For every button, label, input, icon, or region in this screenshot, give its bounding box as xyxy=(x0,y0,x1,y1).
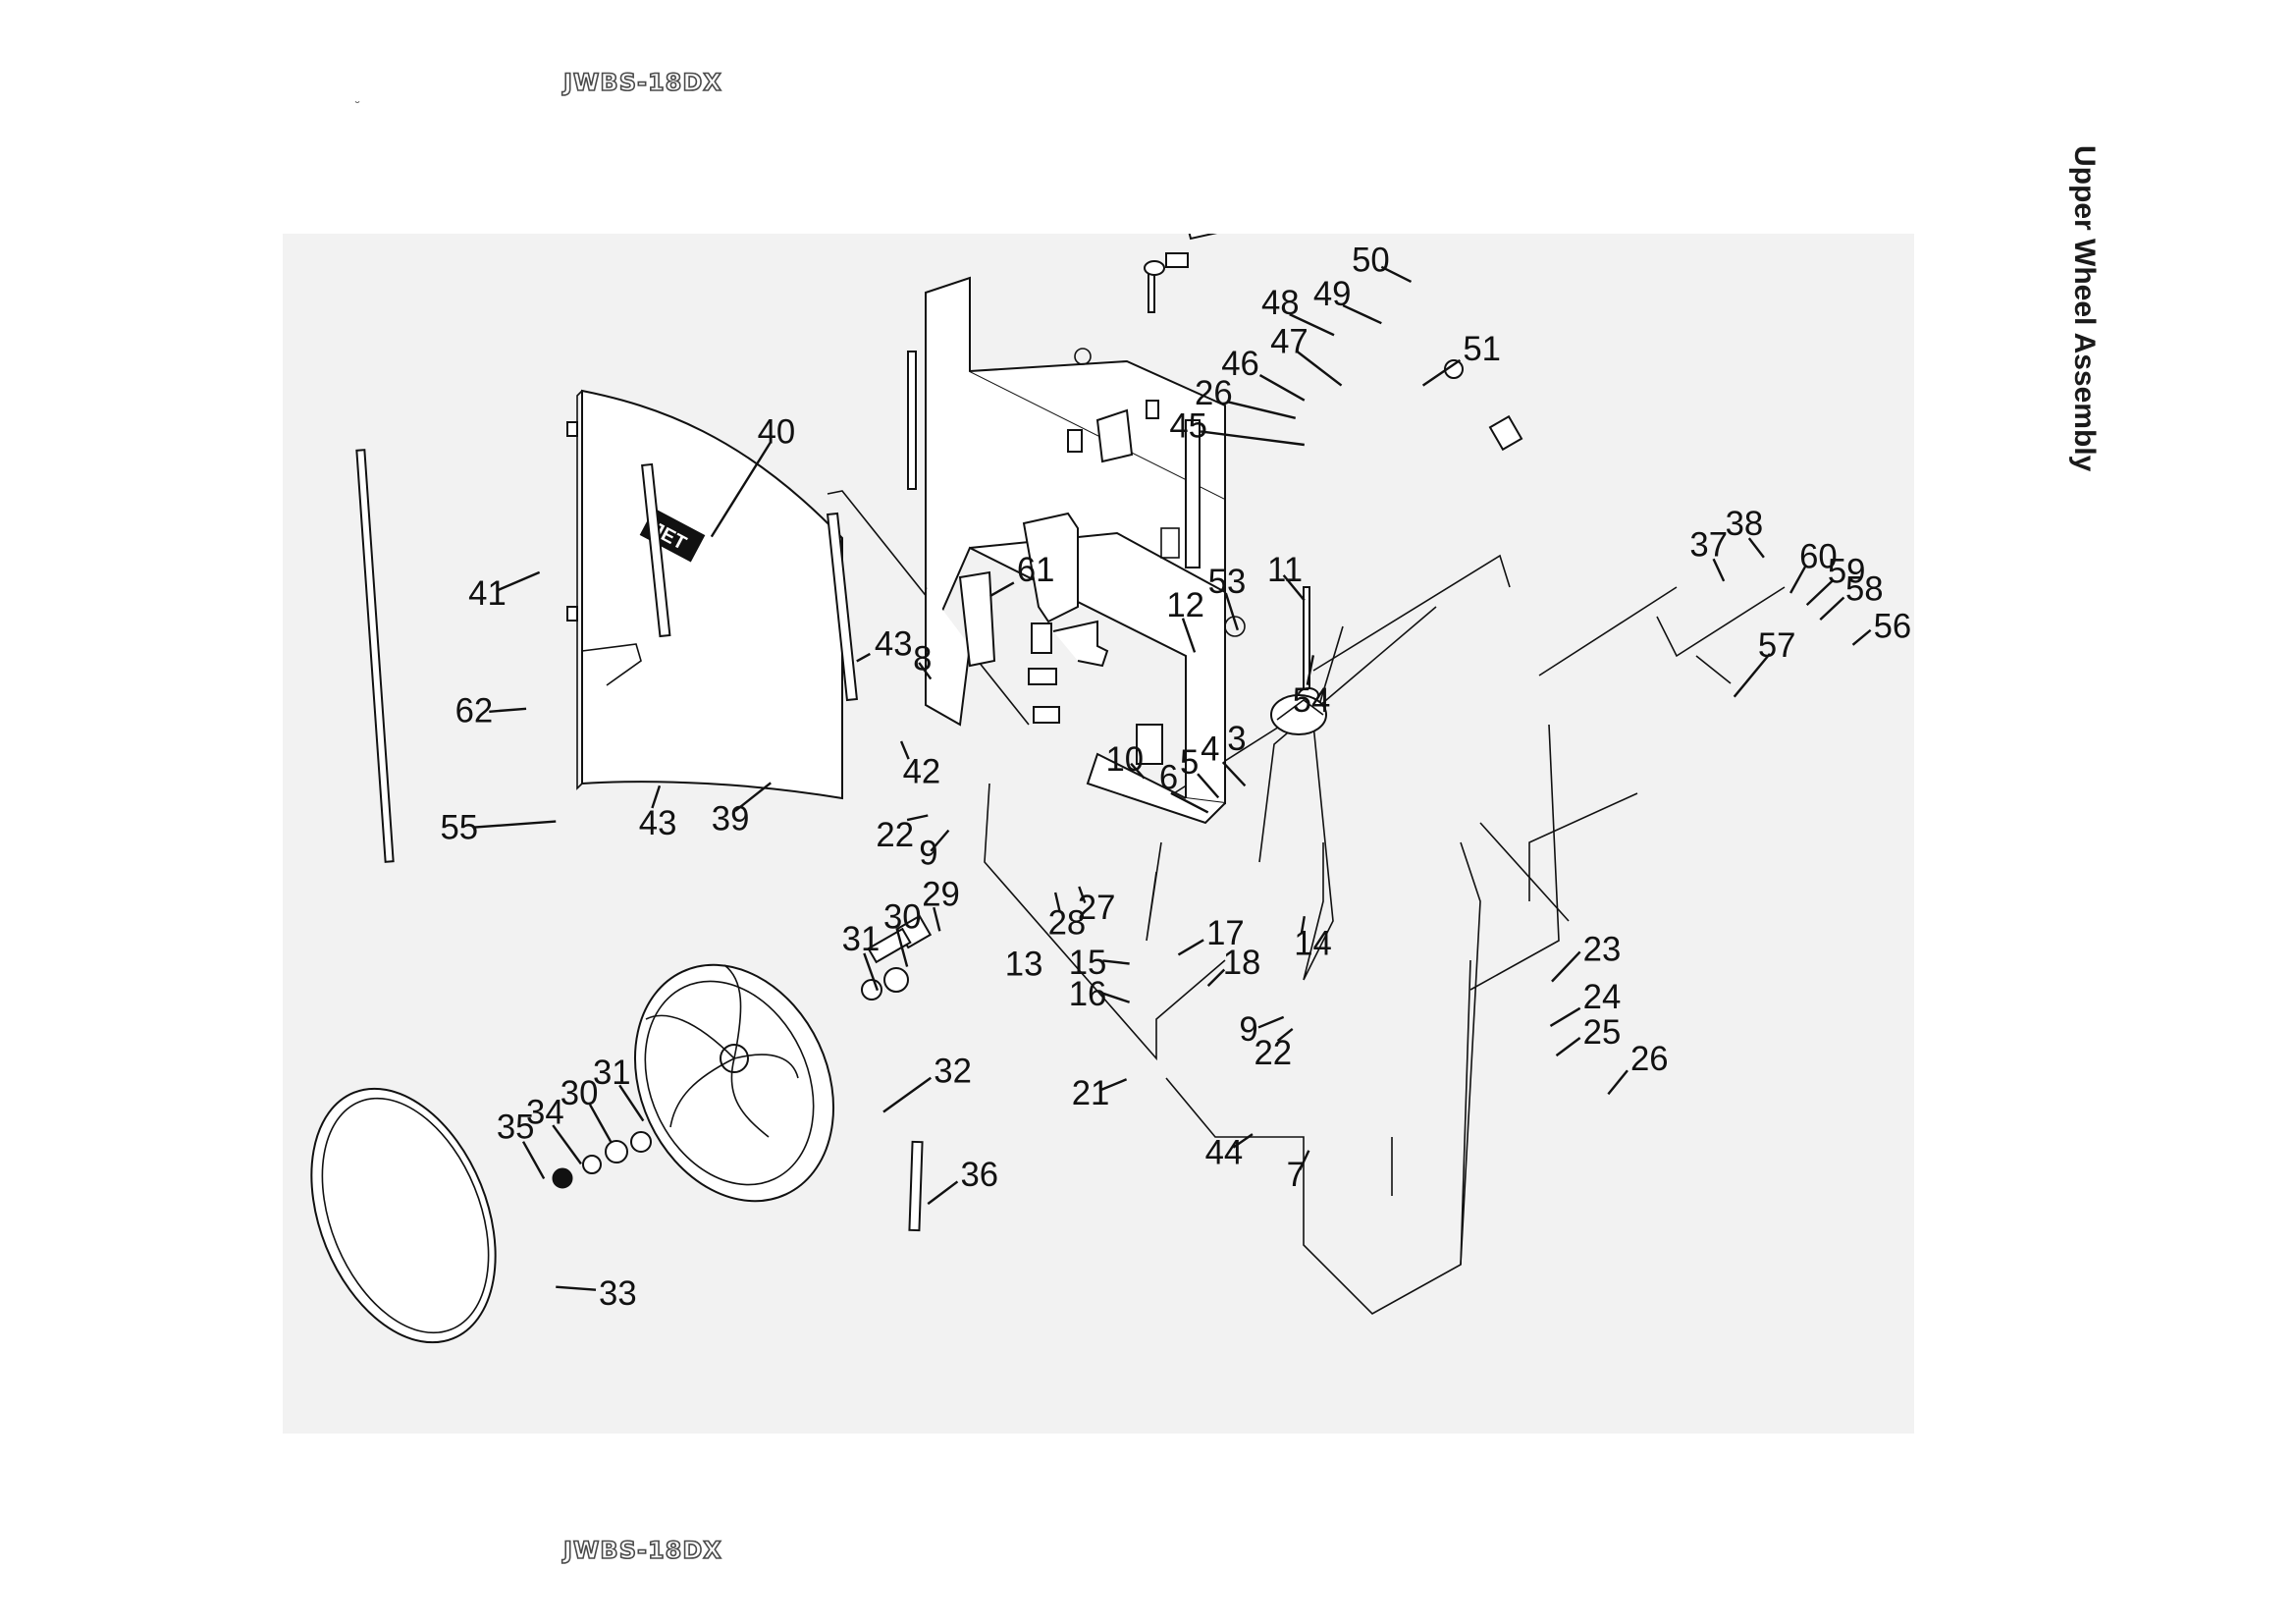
callout-53: 53 xyxy=(1208,564,1247,601)
callout-12: 12 xyxy=(1166,587,1204,624)
bracket-53 xyxy=(1095,408,1134,463)
callout-9: 9 xyxy=(919,835,937,872)
callout-17: 17 xyxy=(1206,915,1245,952)
callout-49: 49 xyxy=(1313,276,1352,313)
bracket-49 xyxy=(1184,207,1237,241)
callout-5: 5 xyxy=(1180,744,1199,782)
plate-11 xyxy=(1146,400,1159,419)
plate-56 xyxy=(1488,414,1523,452)
part-12 xyxy=(1067,429,1083,453)
tire-33 xyxy=(310,1087,497,1344)
callout-22: 22 xyxy=(876,817,914,854)
block-13 xyxy=(958,570,996,668)
callout-18: 18 xyxy=(1223,945,1261,982)
callout-30: 30 xyxy=(883,898,922,936)
callout-11: 11 xyxy=(1267,552,1303,589)
callout-55: 55 xyxy=(440,810,478,847)
hinge-block-10 xyxy=(1022,512,1079,623)
callout-23: 23 xyxy=(1583,931,1622,968)
callout-9b: 9 xyxy=(1239,1011,1257,1049)
callout-36: 36 xyxy=(960,1157,998,1194)
callout-33: 33 xyxy=(599,1275,637,1313)
switch-7 xyxy=(1136,724,1163,765)
callout-56: 56 xyxy=(1874,608,1912,645)
callout-51: 51 xyxy=(1463,331,1501,368)
callout-40: 40 xyxy=(758,413,796,451)
callout-35: 35 xyxy=(497,1109,535,1147)
tension-rod xyxy=(907,351,917,490)
callout-57: 57 xyxy=(1758,627,1796,665)
callout-42: 42 xyxy=(903,753,941,790)
footer-model: JWBS-18DX xyxy=(562,1536,722,1565)
shaft-45 xyxy=(1148,272,1155,313)
callout-45: 45 xyxy=(1169,407,1207,445)
callout-26: 26 xyxy=(1630,1041,1669,1078)
callout-43b: 43 xyxy=(639,805,677,842)
callout-30b: 30 xyxy=(561,1075,599,1112)
strip-61 xyxy=(641,462,671,638)
callout-22b: 22 xyxy=(1254,1035,1292,1072)
callout-43: 43 xyxy=(875,625,913,663)
callout-60: 60 xyxy=(1799,538,1838,575)
callout-7: 7 xyxy=(1287,1157,1306,1194)
door-panel-39: JET xyxy=(566,389,843,800)
plate-16 xyxy=(1028,668,1057,685)
upper-wheel-32 xyxy=(633,963,835,1203)
callout-3: 3 xyxy=(1227,721,1246,758)
block-47 xyxy=(1165,252,1189,268)
callout-44: 44 xyxy=(1205,1134,1244,1171)
bracket-17 xyxy=(1052,620,1109,668)
callout-16: 16 xyxy=(1069,976,1107,1013)
callout-15: 15 xyxy=(1069,945,1107,982)
callout-37: 37 xyxy=(1689,526,1728,564)
saw-blade-36 xyxy=(908,1140,924,1232)
callout-24: 24 xyxy=(1583,979,1622,1016)
hinge-strip-55 xyxy=(355,449,395,863)
plate-21 xyxy=(1033,706,1060,724)
callouts: 1 2 3 4 5 6 7 8 9 9 10 11 12 13 14 15 16… xyxy=(440,122,1912,1313)
callout-41: 41 xyxy=(468,575,507,613)
callout-32: 32 xyxy=(934,1053,972,1090)
callout-8: 8 xyxy=(913,641,932,678)
callout-21: 21 xyxy=(1072,1075,1110,1112)
callout-62: 62 xyxy=(455,692,494,730)
strip-3 xyxy=(826,512,859,702)
knob-25 xyxy=(1270,694,1327,735)
callout-26b: 26 xyxy=(1195,375,1233,412)
assembly-lines xyxy=(827,490,1786,1315)
callout-46: 46 xyxy=(1221,346,1259,383)
page-title: Upper Wheel Assembly xyxy=(2068,145,2101,472)
axle-parts xyxy=(552,914,933,1189)
callout-58: 58 xyxy=(1845,571,1884,609)
callout-6: 6 xyxy=(1159,759,1178,796)
bushing-46 xyxy=(1144,260,1165,276)
callout-27: 27 xyxy=(1078,890,1116,927)
stray-mark: ˘ xyxy=(355,98,360,114)
callout-25: 25 xyxy=(1583,1014,1622,1052)
callout-54: 54 xyxy=(1293,682,1331,720)
callout-14: 14 xyxy=(1294,925,1332,962)
callout-29: 29 xyxy=(922,877,960,914)
callout-48: 48 xyxy=(1261,285,1300,322)
callout-61: 61 xyxy=(1017,552,1055,589)
callout-10: 10 xyxy=(1105,741,1144,779)
callout-59: 59 xyxy=(1828,553,1866,590)
header-model: JWBS-18DX xyxy=(562,68,722,97)
spring-15 xyxy=(1031,622,1052,654)
callout-31b: 31 xyxy=(593,1055,631,1092)
callout-34: 34 xyxy=(526,1095,564,1132)
callout-4: 4 xyxy=(1201,731,1219,769)
callout-50: 50 xyxy=(1352,242,1390,279)
frame-1 xyxy=(925,276,1246,825)
callout-39: 39 xyxy=(712,801,750,839)
callout-31: 31 xyxy=(842,921,881,958)
callout-13: 13 xyxy=(1005,947,1043,984)
callout-28: 28 xyxy=(1048,904,1087,942)
callout-38: 38 xyxy=(1726,506,1764,543)
callout-47: 47 xyxy=(1270,323,1308,360)
exploded-parts-diagram: JET xyxy=(283,122,1914,1434)
